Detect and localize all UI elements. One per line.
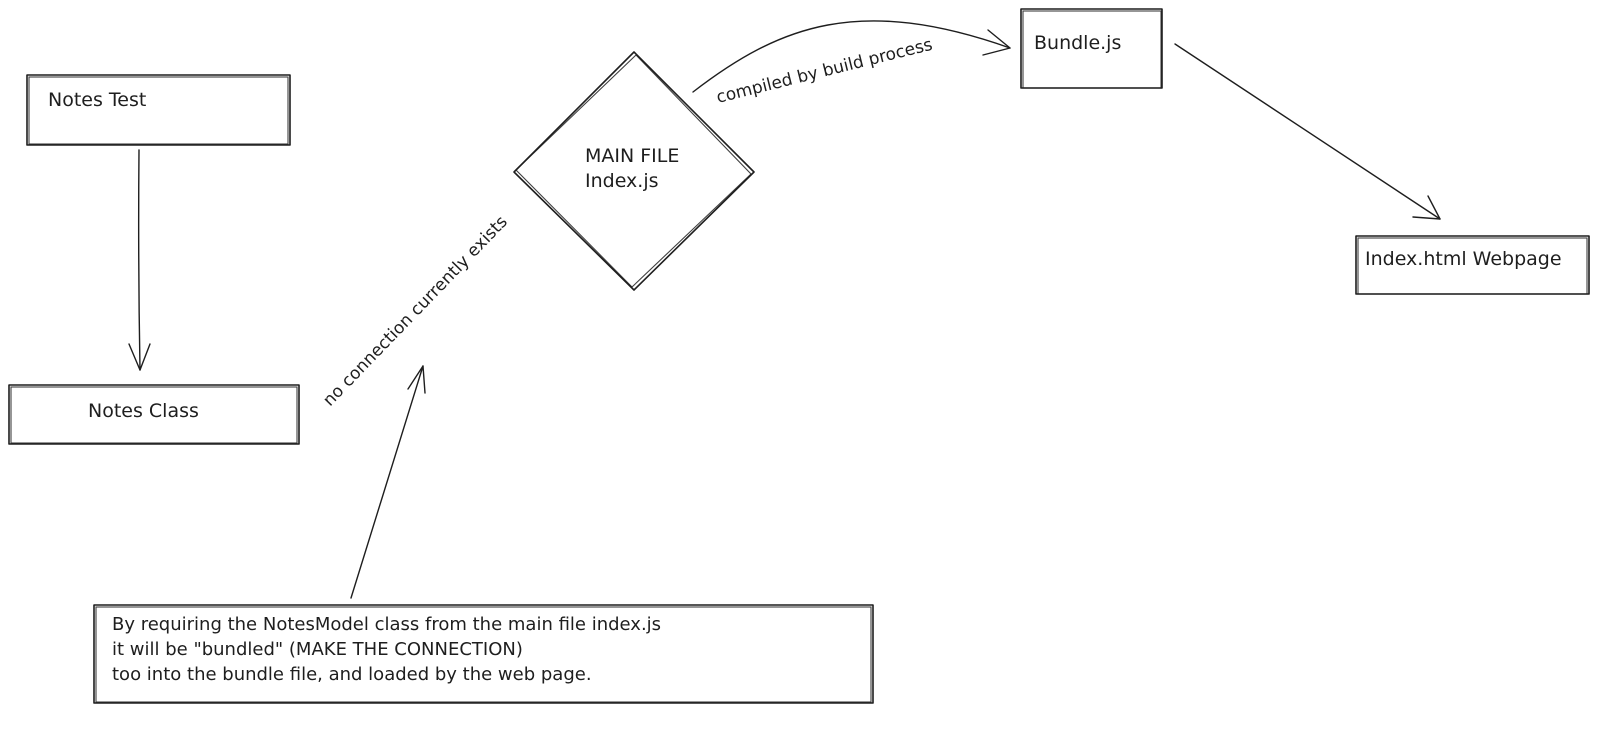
main-file-diamond [513,51,755,291]
notes-test-box-sketch [28,76,289,145]
explanation-note[interactable]: By requiring the NotesModel class from t… [93,604,874,704]
notes-class-box [8,384,300,445]
arrow-note-to-main [350,365,426,599]
bundle-label: Bundle.js [1034,32,1121,54]
arrow-main-to-bundle [692,20,1011,93]
arrow-bundle-to-webpage-head [1412,195,1441,220]
main-file-diamond-sketch [515,54,752,288]
main-file-title: MAIN FILE [585,145,679,167]
main-file-name: Index.js [585,170,659,192]
arrow-main-to-bundle-head [982,29,1011,56]
note-box-sketch [95,606,872,703]
main-file-node[interactable]: MAIN FILE Index.js [513,51,755,291]
notes-class-box-sketch [10,386,298,444]
note-line-1: By requiring the NotesModel class from t… [112,614,661,635]
notes-class-node[interactable]: Notes Class [8,384,300,445]
notes-test-box [26,74,291,146]
note-box [93,604,874,704]
notes-test-node[interactable]: Notes Test [26,74,291,146]
arrow-main-to-bundle-line [692,20,1011,93]
no-connection-label: no connection currently exists [319,212,512,410]
notes-test-label: Notes Test [48,89,146,111]
bundle-box-sketch [1022,10,1162,89]
webpage-node[interactable]: Index.html Webpage [1355,235,1590,295]
arrow-note-to-main-line [350,365,424,599]
arrow-bundle-to-webpage [1174,43,1441,220]
note-line-3: too into the bundle file, and loaded by … [112,664,592,685]
arrow-bundle-to-webpage-line [1174,43,1441,220]
notes-class-label: Notes Class [88,400,199,422]
arrow-note-to-main-head [407,365,426,394]
compiled-label: compiled by build process [714,35,934,108]
note-line-2: it will be "bundled" (MAKE THE CONNECTIO… [112,639,523,660]
arrow-test-to-class-head [128,343,151,371]
webpage-box-sketch [1357,237,1588,295]
webpage-label: Index.html Webpage [1365,248,1562,270]
arrow-test-to-class-line [137,149,141,371]
bundle-node[interactable]: Bundle.js [1020,8,1163,89]
arrow-test-to-class [128,149,151,371]
